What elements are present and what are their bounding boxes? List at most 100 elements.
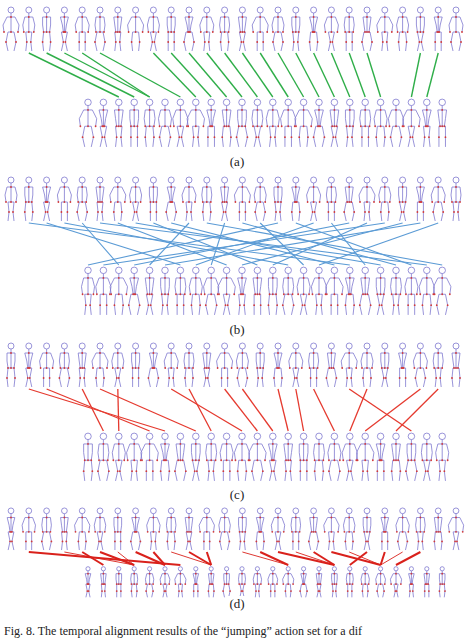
joint-dot xyxy=(259,293,261,295)
joint-dot xyxy=(334,293,336,295)
figure-body xyxy=(309,514,319,550)
joint-dot xyxy=(59,377,61,379)
joint-dot xyxy=(181,136,183,138)
joint-dot xyxy=(380,583,382,585)
joint-dot xyxy=(117,186,119,188)
joint-dot xyxy=(148,31,150,33)
joint-dot xyxy=(449,293,451,295)
joint-dot xyxy=(210,201,212,203)
alignment-line xyxy=(29,223,350,265)
joint-dot xyxy=(176,367,178,369)
figure-body xyxy=(345,106,354,147)
figure-body xyxy=(377,13,393,51)
joint-dot xyxy=(362,293,364,295)
alignment-line xyxy=(171,389,242,431)
joint-dot xyxy=(400,583,402,585)
figure-head xyxy=(131,99,138,106)
joint-dot xyxy=(153,531,155,533)
joint-dot xyxy=(289,367,291,369)
alignment-line xyxy=(331,552,380,565)
joint-dot xyxy=(188,367,190,369)
joint-dot xyxy=(135,531,137,533)
joint-dot xyxy=(337,531,339,533)
joint-dot xyxy=(393,304,395,306)
joint-dot xyxy=(210,211,212,213)
joint-dot xyxy=(303,573,305,575)
joint-dot xyxy=(220,41,222,43)
joint-dot xyxy=(397,304,399,306)
joint-dot xyxy=(200,293,202,295)
figure-body xyxy=(175,571,186,597)
joint-dot xyxy=(10,186,12,188)
joint-dot xyxy=(380,277,382,279)
joint-dot xyxy=(241,277,243,279)
joint-dot xyxy=(144,136,146,138)
panel-d xyxy=(7,508,463,597)
joint-dot xyxy=(350,201,352,203)
joint-dot xyxy=(42,531,44,533)
figure-head xyxy=(424,99,431,106)
joint-dot xyxy=(193,590,195,592)
joint-dot xyxy=(195,277,197,279)
joint-dot xyxy=(42,41,44,43)
joint-dot xyxy=(411,443,413,445)
joint-dot xyxy=(79,367,81,369)
joint-dot xyxy=(399,293,401,295)
figure-head xyxy=(86,567,90,571)
joint-dot xyxy=(317,41,319,43)
joint-dot xyxy=(350,470,352,472)
joint-dot xyxy=(256,367,258,369)
joint-dot xyxy=(245,211,247,213)
figure-head xyxy=(101,567,105,571)
joint-dot xyxy=(274,136,276,138)
joint-dot xyxy=(79,125,81,127)
joint-dot xyxy=(442,211,444,213)
joint-dot xyxy=(95,125,97,127)
joint-dot xyxy=(272,41,274,43)
figure-head xyxy=(204,508,210,514)
joint-dot xyxy=(411,277,413,279)
joint-dot xyxy=(45,201,47,203)
joint-dot xyxy=(226,109,228,111)
figure-body xyxy=(343,514,354,550)
joint-dot xyxy=(262,41,264,43)
joint-dot xyxy=(362,590,364,592)
joint-dot xyxy=(226,201,228,203)
joint-dot xyxy=(274,201,276,203)
figure-body xyxy=(59,349,69,387)
figure-body xyxy=(131,514,141,550)
joint-dot xyxy=(419,293,421,295)
joint-dot xyxy=(426,293,428,295)
joint-dot xyxy=(98,541,100,543)
joint-dot xyxy=(371,367,373,369)
joint-dot xyxy=(226,293,228,295)
joint-dot xyxy=(154,367,156,369)
figure-body xyxy=(434,274,451,315)
figure-body xyxy=(360,106,371,147)
joint-dot xyxy=(313,186,315,188)
joint-dot xyxy=(160,583,162,585)
joint-dot xyxy=(169,201,171,203)
alignment-line xyxy=(118,552,134,565)
joint-dot xyxy=(114,541,116,543)
joint-dot xyxy=(313,517,315,519)
joint-dot xyxy=(455,201,457,203)
joint-dot xyxy=(133,573,135,575)
figure-head xyxy=(270,99,277,106)
joint-dot xyxy=(440,41,442,43)
joint-dot xyxy=(153,16,155,18)
joint-dot xyxy=(397,541,399,543)
joint-dot xyxy=(224,517,226,519)
figure-head xyxy=(132,567,136,571)
joint-dot xyxy=(133,277,135,279)
joint-dot xyxy=(187,125,189,127)
joint-dot xyxy=(346,201,348,203)
figure-head xyxy=(293,7,299,13)
joint-dot xyxy=(128,31,130,33)
figure-body xyxy=(167,13,175,51)
joint-dot xyxy=(82,136,84,138)
figure-body xyxy=(291,514,301,550)
figure-body xyxy=(207,106,216,147)
joint-dot xyxy=(424,590,426,592)
figure-head xyxy=(223,99,230,106)
